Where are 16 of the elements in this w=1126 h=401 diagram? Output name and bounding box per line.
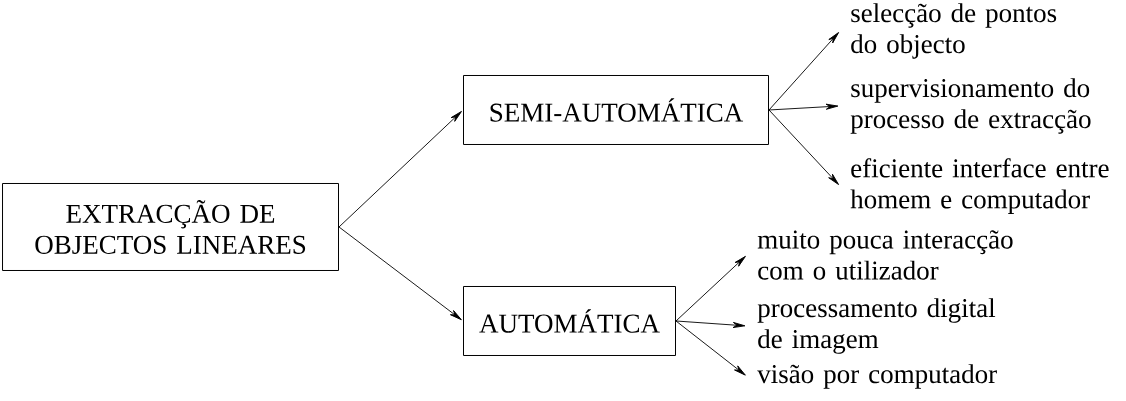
arrow	[768, 103, 839, 111]
arrow	[768, 109, 840, 185]
process-box: AUTOMÁTICA	[463, 286, 676, 356]
arrow	[768, 32, 840, 111]
item-text: supervisionamento do processo de extracção	[850, 78, 1091, 134]
arrow	[675, 255, 746, 322]
item-text: eficiente interface entre homem e computador	[850, 158, 1109, 214]
arrow	[675, 320, 746, 328]
arrow	[338, 111, 462, 228]
arrow	[675, 320, 746, 376]
item-text: selecção de pontos do objecto	[851, 3, 1057, 59]
process-box: SEMI-AUTOMÁTICA	[463, 75, 769, 145]
arrow	[338, 226, 462, 321]
process-box: EXTRACÇÃO DE OBJECTOS LINEARES	[2, 183, 339, 271]
item-text: visão por computador	[757, 364, 997, 389]
item-text: muito pouca interacção com o utilizador	[757, 230, 1013, 280]
